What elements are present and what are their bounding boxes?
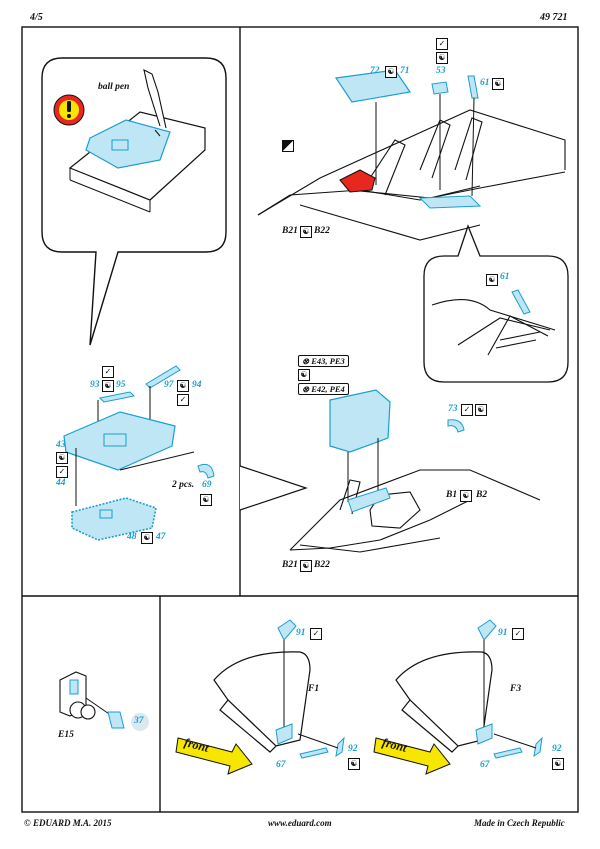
shade-symbol bbox=[282, 140, 294, 152]
ball-pen-label: ball pen bbox=[98, 82, 130, 92]
part-95-label: 95 bbox=[116, 380, 126, 390]
paint-symbol: ☯ bbox=[552, 758, 564, 770]
page-number: 4/5 bbox=[30, 12, 43, 23]
part-44-label: 44 bbox=[56, 478, 66, 488]
paint-symbol: ☯ bbox=[475, 404, 487, 416]
copyright: © EDUARD M.A. 2015 bbox=[24, 818, 112, 828]
ref-b21-bottom: B21 bbox=[282, 560, 298, 570]
etch-clip-69 bbox=[197, 463, 215, 479]
made-in: Made in Czech Republic bbox=[474, 818, 565, 828]
paint-symbol: ☯ bbox=[56, 452, 68, 464]
zoom-bubble bbox=[423, 224, 569, 383]
front-arrow-1 bbox=[175, 737, 253, 775]
etch-part-73 bbox=[447, 419, 465, 433]
seat-f1 bbox=[213, 651, 311, 753]
part-92b-label: 92 bbox=[552, 744, 562, 754]
part-73-label: 73 bbox=[448, 404, 458, 414]
front-arrow-2 bbox=[373, 737, 451, 775]
warning-icon bbox=[53, 94, 85, 126]
kit-code: 49 721 bbox=[540, 12, 568, 23]
ref-b1: B1 bbox=[446, 490, 458, 500]
ball-pen-icon bbox=[143, 68, 167, 129]
part-93-label: 93 bbox=[90, 380, 100, 390]
ref-b2: B2 bbox=[476, 490, 488, 500]
part-92a-label: 92 bbox=[348, 744, 358, 754]
seat-f3-label: F3 bbox=[510, 684, 522, 694]
part-53-label: 53 bbox=[436, 66, 446, 76]
etch-part-53 bbox=[431, 81, 449, 95]
etch-part-61 bbox=[467, 75, 479, 99]
seat-f1-label: F1 bbox=[308, 684, 320, 694]
paint-symbol: ☯ bbox=[460, 490, 472, 502]
part-48-label: 48 bbox=[127, 532, 137, 542]
part-61b-label: 61 bbox=[500, 272, 510, 282]
check-symbol: ✓ bbox=[436, 38, 448, 50]
check-symbol: ✓ bbox=[310, 628, 322, 640]
paint-symbol: ☯ bbox=[141, 532, 153, 544]
part-91a-label: 91 bbox=[296, 628, 306, 638]
seat-f3 bbox=[395, 651, 493, 753]
etch-panel-side bbox=[329, 389, 391, 453]
ref-b22-bottom: B22 bbox=[314, 560, 330, 570]
paint-symbol: ☯ bbox=[298, 369, 310, 381]
part-e15 bbox=[59, 671, 96, 720]
part-43-label: 43 bbox=[56, 440, 66, 450]
check-symbol: ✓ bbox=[512, 628, 524, 640]
etch-strip-97 bbox=[145, 365, 181, 389]
part-91b-label: 91 bbox=[498, 628, 508, 638]
part-71-label: 71 bbox=[400, 66, 410, 76]
paint-symbol: ☯ bbox=[177, 380, 189, 392]
paint-symbol: ☯ bbox=[492, 78, 504, 90]
paint-symbol: ☯ bbox=[102, 380, 114, 392]
cockpit-lower bbox=[289, 469, 541, 553]
part-67b-label: 67 bbox=[480, 760, 490, 770]
check-symbol: ✓ bbox=[102, 366, 114, 378]
red-part-highlight bbox=[339, 169, 376, 193]
ref-e43-pe3: ⊗ E43, PE3 bbox=[298, 355, 349, 367]
part-69-label: 69 bbox=[202, 480, 212, 490]
ref-e42-pe4: ⊗ E42, PE4 bbox=[298, 383, 349, 395]
part-61-label: 61 bbox=[480, 78, 490, 88]
etch-strip-93 bbox=[98, 391, 136, 403]
part-94-label: 94 bbox=[192, 380, 202, 390]
two-pcs-label: 2 pcs. bbox=[172, 480, 195, 490]
part-67a-label: 67 bbox=[276, 760, 286, 770]
ref-b21-top: B21 bbox=[282, 226, 298, 236]
etch-plate-43 bbox=[63, 411, 176, 471]
website: www.eduard.com bbox=[268, 818, 332, 828]
part-37-label: 37 bbox=[134, 716, 144, 726]
part-47-label: 47 bbox=[156, 532, 166, 542]
paint-symbol: ☯ bbox=[300, 226, 312, 238]
cockpit-upper bbox=[257, 109, 566, 241]
part-97-label: 97 bbox=[164, 380, 174, 390]
etch-panel-72 bbox=[334, 69, 412, 103]
check-symbol: ✓ bbox=[177, 394, 189, 406]
ref-b22-top: B22 bbox=[314, 226, 330, 236]
frame-outer bbox=[21, 26, 579, 813]
check-symbol: ✓ bbox=[461, 404, 473, 416]
alt-part-37 bbox=[131, 713, 149, 731]
paint-symbol: ☯ bbox=[385, 66, 397, 78]
paint-symbol: ☯ bbox=[436, 52, 448, 64]
etch-mat-48 bbox=[71, 497, 157, 541]
paint-symbol: ☯ bbox=[486, 274, 498, 286]
part-e15-label: E15 bbox=[58, 730, 74, 740]
paint-symbol: ☯ bbox=[348, 758, 360, 770]
check-symbol: ✓ bbox=[56, 466, 68, 478]
part-72-label: 72 bbox=[370, 66, 380, 76]
paint-symbol: ☯ bbox=[300, 560, 312, 572]
paint-symbol: ☯ bbox=[200, 494, 212, 506]
